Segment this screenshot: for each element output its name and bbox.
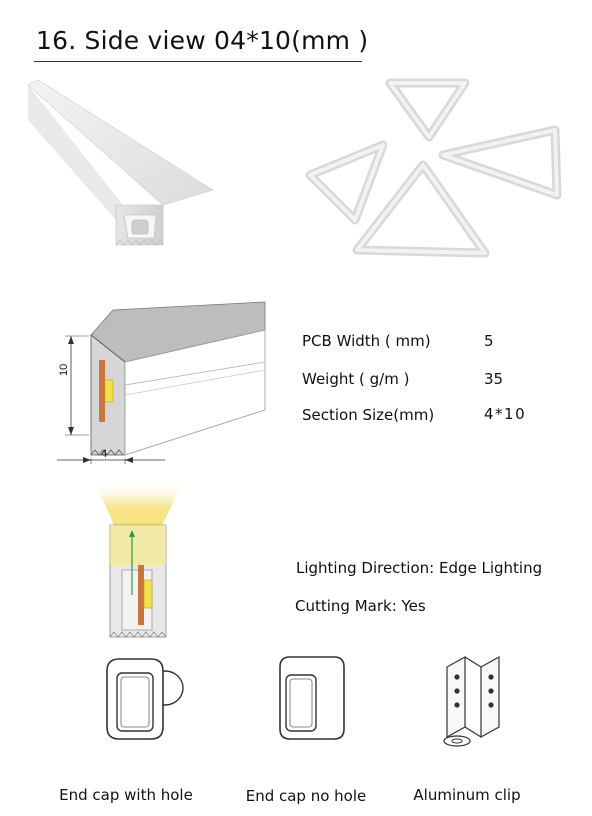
bent-strip-photo	[305, 78, 562, 258]
section-drawing	[57, 301, 266, 464]
neon-strip-photo	[27, 79, 214, 246]
cutting-mark-text: Cutting Mark: Yes	[295, 597, 426, 615]
aluminum-clip-icon	[443, 655, 500, 747]
spec-label-pcb-width: PCB Width ( mm)	[302, 332, 431, 350]
spec-value-pcb-width: 5	[484, 332, 494, 350]
width-dimension-label: 4	[101, 448, 108, 460]
caption-aluminum-clip: Aluminum clip	[413, 786, 521, 804]
height-dimension-label: 10	[58, 363, 70, 376]
end-cap-no-hole-icon	[279, 656, 345, 740]
lighting-diagram	[94, 480, 184, 638]
title-divider	[34, 61, 362, 62]
end-cap-with-hole-icon	[106, 658, 184, 740]
lighting-direction-text: Lighting Direction: Edge Lighting	[296, 559, 543, 577]
spec-label-weight: Weight ( g/m )	[302, 370, 410, 388]
spec-value-weight: 35	[484, 370, 504, 388]
spec-value-section-size: 4*10	[484, 405, 527, 423]
spec-label-section-size: Section Size(mm)	[302, 406, 435, 424]
caption-end-cap-with-hole: End cap with hole	[59, 786, 193, 804]
caption-end-cap-no-hole: End cap no hole	[245, 787, 367, 805]
page-title: 16. Side view 04*10(mm )	[36, 26, 369, 55]
